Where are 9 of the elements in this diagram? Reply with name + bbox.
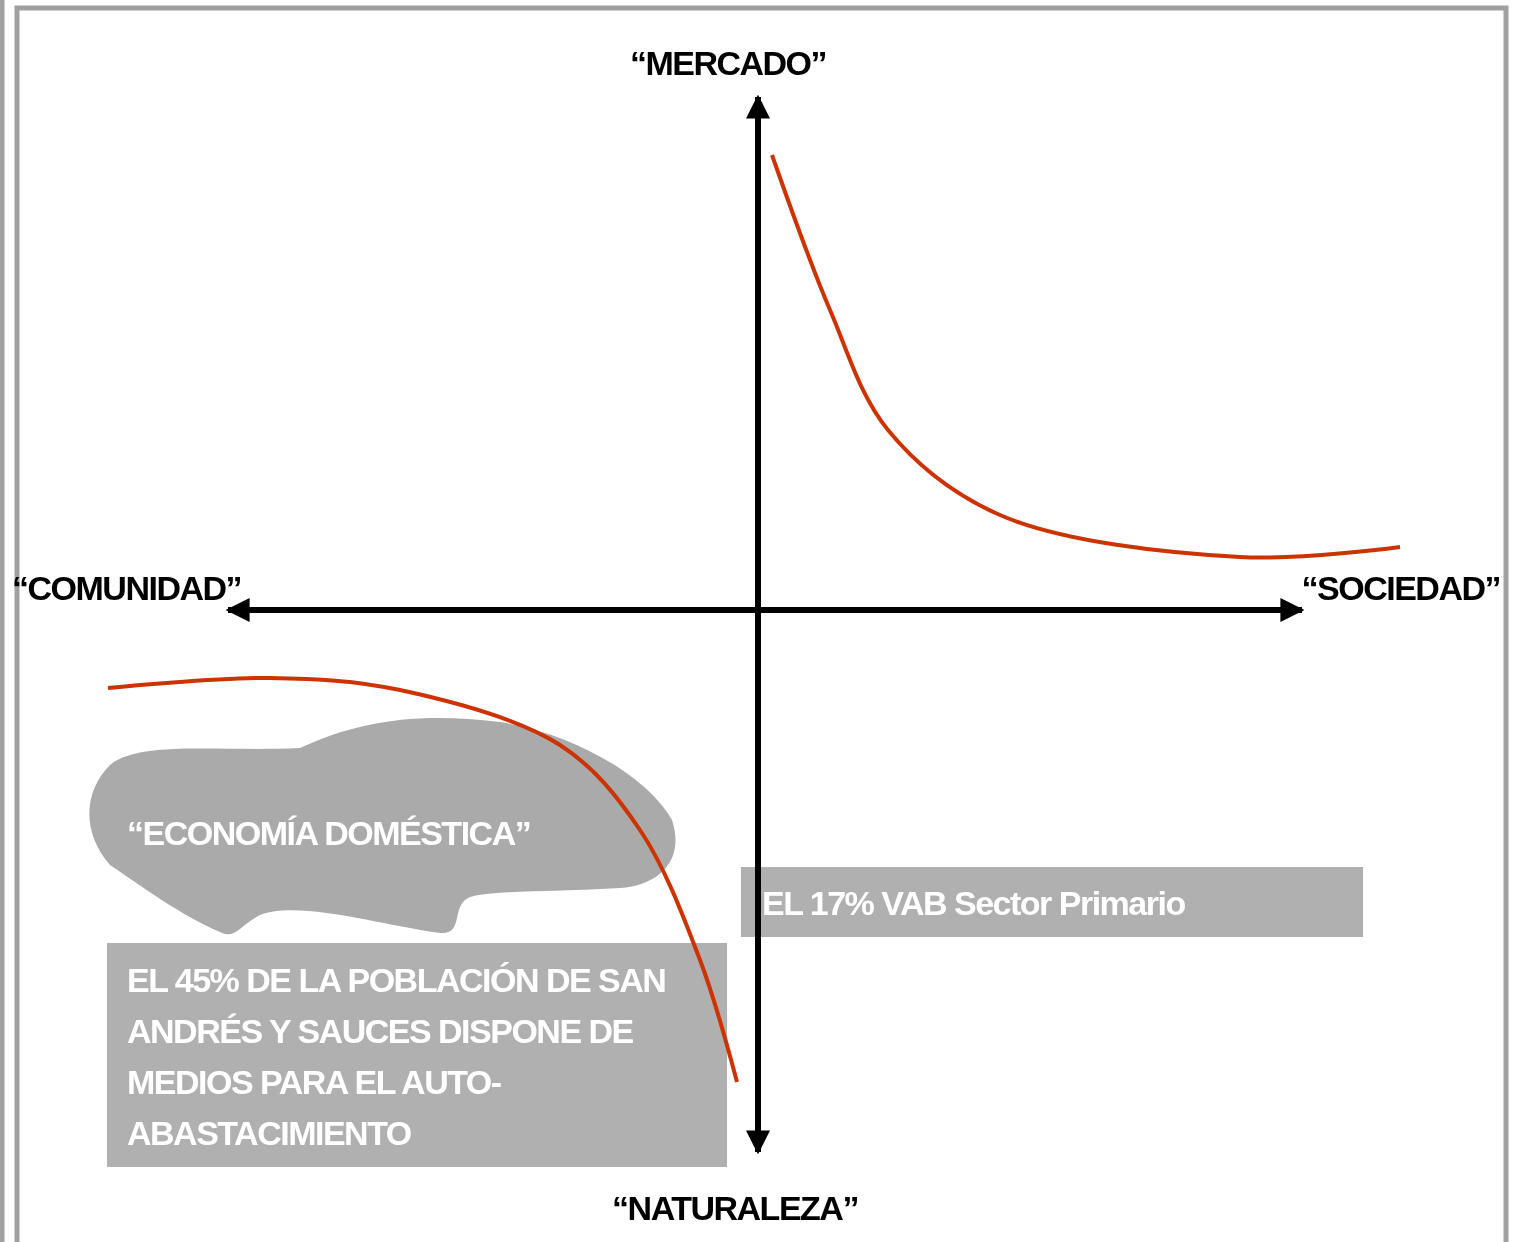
axis-label: “SOCIEDAD” bbox=[1301, 568, 1500, 608]
axis-label: “MERCADO” bbox=[629, 43, 827, 83]
cloud-label: “ECONOMÍA DOMÉSTICA” bbox=[127, 814, 531, 852]
info-box bbox=[107, 943, 727, 1167]
box-text: EL 17% VAB Sector Primario bbox=[762, 884, 1185, 922]
axis-label: “COMUNIDAD” bbox=[12, 568, 242, 608]
box-text: EL 45% DE LA POBLACIÓN DE SAN ANDRÉS Y SAUCES DISPONE DE MEDIOS PARA EL AUTO-ABASTACIMIENTO bbox=[127, 961, 666, 1152]
axis-label: “NATURALEZA” bbox=[612, 1188, 858, 1228]
info-box bbox=[741, 867, 1363, 937]
